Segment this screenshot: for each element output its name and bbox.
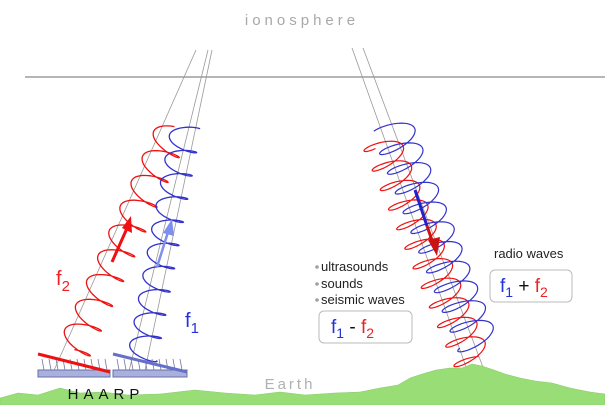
bullet — [315, 265, 319, 269]
bullet — [315, 282, 319, 286]
f2-arrow-shaft — [110, 225, 130, 263]
f1-arrow-head — [163, 219, 174, 236]
f2-wave-label: f2 — [56, 268, 70, 295]
haarp-antenna-right — [112, 352, 188, 378]
down-arrow-head — [428, 237, 440, 256]
down-arrow-blue — [413, 189, 429, 227]
antenna-element — [123, 358, 127, 371]
antenna-element — [55, 358, 59, 371]
f2-wave-up — [63, 125, 180, 357]
diff-box-formula: f1 - f2 — [331, 317, 374, 341]
sum-box-formula: f1 + f2 — [500, 276, 548, 300]
antenna-element — [116, 358, 120, 371]
up-ray-f1-b — [143, 49, 213, 376]
diff-box — [318, 310, 413, 344]
ionosphere-label: ionosphere — [245, 12, 359, 29]
f1-arrow-shaft — [155, 228, 171, 268]
down-ray-b — [362, 47, 488, 379]
haarp-antenna-left — [37, 352, 111, 378]
effect-seismic-waves: seismic waves — [321, 292, 405, 307]
f2-arrow-head — [122, 216, 132, 233]
down-wave-red — [363, 140, 486, 368]
up-ray-f1-a — [127, 49, 209, 376]
sum-box — [489, 269, 573, 303]
earth-label: Earth — [265, 376, 316, 393]
waves-group — [63, 122, 494, 368]
radio-waves-label: radio waves — [494, 246, 564, 261]
antenna-element — [41, 358, 45, 371]
antenna-element — [179, 358, 183, 371]
effects-list: ultrasounds sounds seismic waves — [315, 259, 405, 307]
haarp-label: HAARP — [68, 386, 145, 403]
up-ray-f2 — [51, 49, 197, 376]
effect-ultrasounds: ultrasounds — [321, 259, 389, 274]
ground — [0, 363, 605, 405]
antenna-element — [48, 358, 52, 371]
f1-wave-label: f1 — [185, 310, 199, 337]
bullet — [315, 298, 319, 302]
down-wave-blue — [373, 122, 494, 353]
effect-sounds: sounds — [321, 276, 363, 291]
antenna-element — [104, 358, 108, 371]
f1-wave-up — [129, 126, 201, 363]
antenna-element — [130, 358, 134, 371]
